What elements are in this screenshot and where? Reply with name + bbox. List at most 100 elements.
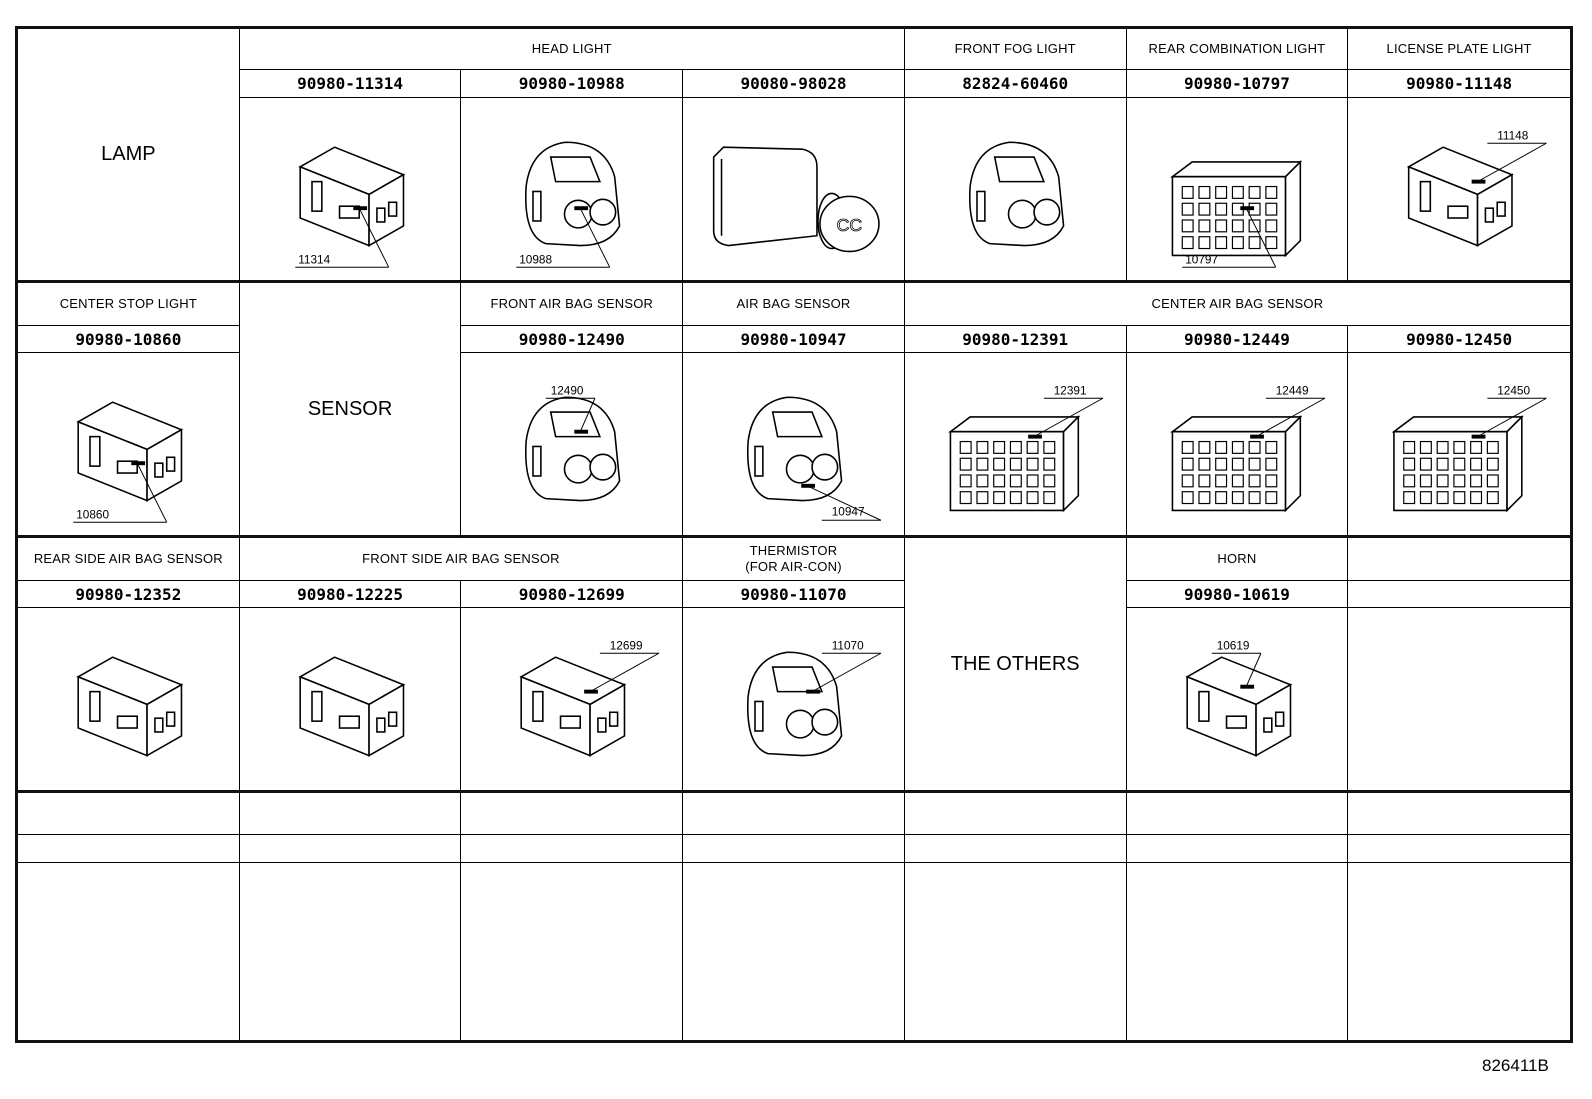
connector-drawing-box — [76, 656, 184, 757]
empty-cell — [1348, 863, 1570, 1040]
connector-drawing-round: 11070 — [747, 638, 882, 757]
empty-cell — [1127, 863, 1349, 1040]
part-number: 90980-10860 — [18, 326, 240, 353]
empty-cell — [1126, 835, 1349, 863]
svg-text:CC: CC — [837, 215, 863, 235]
empty-cell — [18, 793, 240, 835]
empty-cell — [1126, 793, 1349, 835]
connector-image: 12449 — [1126, 353, 1349, 538]
connector-drawing-box — [298, 656, 405, 757]
connector-image: 11070 — [683, 608, 905, 793]
connector-drawing-round: 10947 — [747, 396, 882, 521]
callout-number: 11070 — [832, 638, 864, 652]
label-front-side-air-bag-sensor: FRONT SIDE AIR BAG SENSOR — [239, 538, 684, 581]
label-center-air-bag-sensor: CENTER AIR BAG SENSOR — [904, 283, 1570, 326]
part-number: 90980-10797 — [1126, 70, 1349, 98]
empty-cell — [904, 835, 1127, 863]
label-rear-side-air-bag-sensor: REAR SIDE AIR BAG SENSOR — [18, 538, 240, 581]
empty-cell — [239, 793, 462, 835]
connector-image: 11314 — [239, 98, 462, 283]
label-center-stop-light: CENTER STOP LIGHT — [18, 283, 240, 326]
connector-drawing-multi: 12450 — [1391, 383, 1547, 513]
part-number: 90980-12352 — [18, 581, 240, 608]
connector-drawing-round: 10988 — [516, 141, 621, 268]
connector-drawing-round — [968, 141, 1065, 247]
connector-image: 10860 — [18, 353, 240, 538]
part-number: 90980-11148 — [1348, 70, 1570, 98]
empty-cell — [683, 863, 905, 1040]
label-front-fog-light: FRONT FOG LIGHT — [904, 29, 1127, 70]
connector-image: 10797 — [1126, 98, 1349, 283]
label-license-plate-light: LICENSE PLATE LIGHT — [1348, 29, 1570, 70]
callout-number: 12391 — [1054, 383, 1087, 397]
callout-number: 10947 — [832, 504, 865, 518]
empty-cell — [461, 793, 684, 835]
connector-drawing-box: 10619 — [1184, 638, 1292, 757]
connector-image: CC — [683, 98, 905, 283]
connector-image: 10619 — [1126, 608, 1349, 793]
callout: 11314 — [294, 206, 389, 268]
callout-number: 11148 — [1498, 128, 1529, 142]
empty-cell — [1348, 793, 1570, 835]
part-number: 90980-12449 — [1126, 326, 1349, 353]
callout: 10797 — [1181, 206, 1276, 268]
part-number: 90980-10947 — [683, 326, 905, 353]
callout-number: 10988 — [520, 252, 553, 266]
empty-cell — [1348, 608, 1570, 793]
part-number: 90980-12450 — [1348, 326, 1570, 353]
connector-drawing-box: 11148 — [1407, 128, 1547, 247]
connector-drawing-multi: 12391 — [947, 383, 1103, 513]
callout: 11070 — [806, 638, 882, 694]
label-thermistor-line1: THERMISTOR — [749, 543, 838, 558]
connector-image: 12699 — [461, 608, 684, 793]
empty-cell — [461, 863, 684, 1040]
callout-number: 10860 — [76, 507, 109, 521]
part-number: 90980-12699 — [461, 581, 684, 608]
callout-number: 12490 — [551, 383, 584, 397]
callout-number: 12449 — [1275, 383, 1308, 397]
label-horn: HORN — [1126, 538, 1349, 581]
label-air-bag-sensor: AIR BAG SENSOR — [683, 283, 905, 326]
callout: 12699 — [584, 638, 660, 694]
label-thermistor-line2: (FOR AIR-CON) — [745, 559, 842, 574]
empty-cell — [1348, 538, 1570, 581]
callout: 12449 — [1249, 383, 1325, 439]
connector-drawing-plug: CC — [713, 146, 880, 253]
callout: 10947 — [801, 483, 882, 521]
empty-cell — [18, 863, 240, 1040]
part-number: 90080-98028 — [683, 70, 905, 98]
callout-number: 10797 — [1185, 252, 1218, 266]
callout-number: 12699 — [610, 638, 643, 652]
part-number: 82824-60460 — [904, 70, 1127, 98]
empty-cell — [1348, 835, 1570, 863]
connector-image: 11148 — [1348, 98, 1570, 283]
empty-cell — [240, 863, 462, 1040]
part-number: 90980-12391 — [904, 326, 1127, 353]
connector-drawing-box: 11314 — [294, 146, 405, 268]
part-number: 90980-11314 — [239, 70, 462, 98]
connector-table: LAMP HEAD LIGHT FRONT FOG LIGHT REAR COM… — [15, 26, 1573, 1043]
empty-cell — [905, 863, 1127, 1040]
category-sensor: SENSOR — [239, 283, 462, 538]
callout: 11148 — [1471, 128, 1547, 184]
callout: 12490 — [546, 383, 596, 434]
part-number: 90980-11070 — [683, 581, 905, 608]
callout: 12391 — [1027, 383, 1103, 439]
empty-cell — [683, 793, 905, 835]
connector-drawing-round: 12490 — [525, 383, 621, 502]
callout-number: 10619 — [1216, 638, 1249, 652]
drawing-code: 826411B — [1482, 1056, 1549, 1075]
empty-cell — [461, 835, 684, 863]
connector-drawing-box: 12699 — [519, 638, 660, 757]
category-lamp: LAMP — [18, 29, 240, 283]
connector-image: 12450 — [1348, 353, 1570, 538]
connector-image: 12391 — [904, 353, 1127, 538]
callout-number: 12450 — [1498, 383, 1531, 397]
empty-cell — [683, 835, 905, 863]
part-number: 90980-10619 — [1126, 581, 1349, 608]
connector-drawing-multi: 10797 — [1169, 160, 1302, 268]
callout: 10860 — [73, 461, 168, 523]
part-number: 90980-10988 — [461, 70, 684, 98]
callout: 10988 — [516, 206, 611, 268]
part-number: 90980-12490 — [461, 326, 684, 353]
